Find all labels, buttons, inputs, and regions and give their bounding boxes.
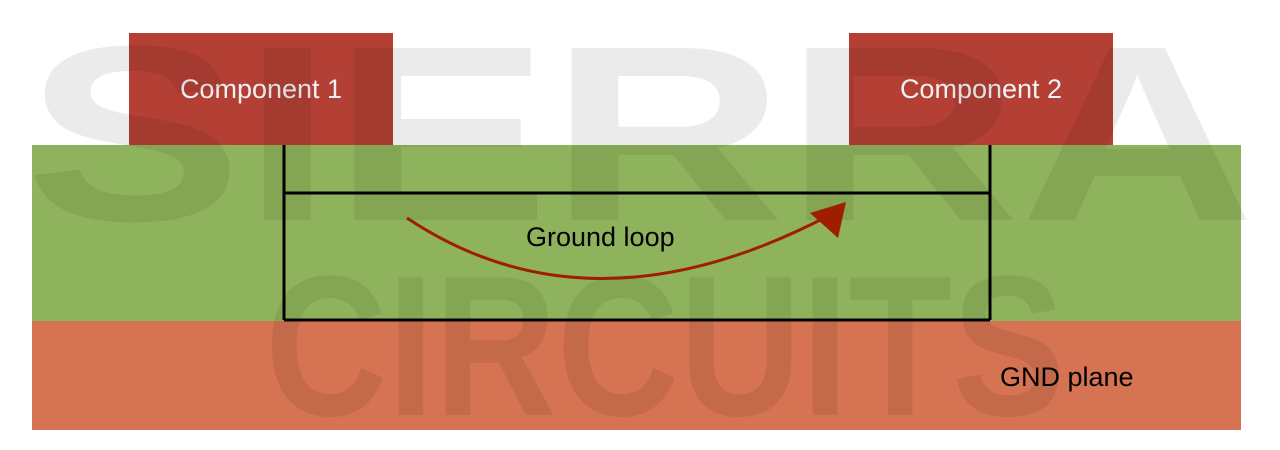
gnd-plane-layer (32, 321, 1241, 430)
arrowhead-icon (810, 202, 846, 238)
signal-layer (32, 145, 1241, 321)
ground-loop-label: Ground loop (526, 222, 675, 252)
component-2-block: Component 2 (849, 33, 1113, 145)
component-1-label: Component 1 (179, 73, 343, 104)
current-arrow (406, 214, 829, 280)
watermark-circuits: CIRCUITS (265, 235, 1065, 450)
watermark-sierra: SIERRA (25, 0, 1255, 273)
loop-path (282, 145, 992, 322)
gnd-plane-label: GND plane (1000, 362, 1134, 392)
component-1-block: Component 1 (129, 33, 393, 145)
component-2-label: Component 2 (899, 73, 1063, 104)
